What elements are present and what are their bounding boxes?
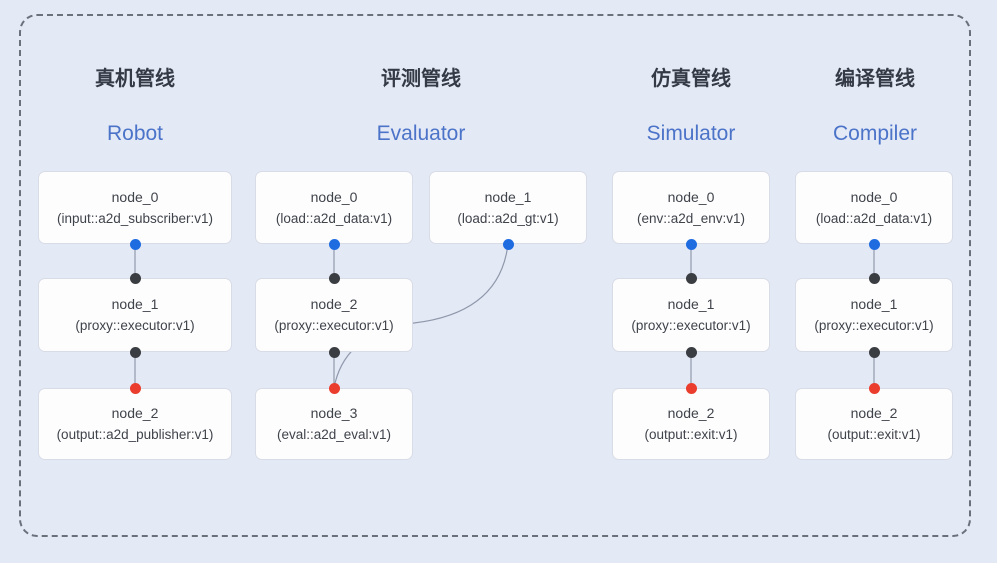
compiler-node-1: node_1 (proxy::executor:v1) [795,278,953,352]
input-port-dot [129,346,141,358]
simulator-node-1: node_1 (proxy::executor:v1) [612,278,770,352]
pipeline-title-en-robot: Robot [106,122,164,145]
output-port-dot [685,238,697,250]
node-detail: (proxy::executor:v1) [274,318,394,333]
node-detail: (proxy::executor:v1) [814,318,934,333]
evaluator-node-1: node_1 (load::a2d_gt:v1) [429,171,587,244]
compiler-node-2: node_2 (output::exit:v1) [795,388,953,460]
node-name: node_0 [310,188,358,205]
node-name: node_0 [111,188,159,205]
node-name: node_3 [310,405,358,421]
final-input-port-dot [129,382,141,394]
input-port-dot [868,272,880,284]
node-name: node_2 [111,405,159,421]
pipeline-title-cn-simulator: 仿真管线 [651,68,731,90]
node-detail: (output::exit:v1) [644,427,738,442]
robot-node-1: node_1 (proxy::executor:v1) [38,278,232,352]
node-name: node_1 [484,188,532,205]
output-port-dot [129,238,141,250]
node-name: node_2 [667,405,715,421]
pipeline-title-en-evaluator: Evaluator [376,122,466,145]
node-detail: (env::a2d_env:v1) [636,210,746,226]
input-port-dot [685,346,697,358]
robot-node-0: node_0 (input::a2d_subscriber:v1) [38,171,232,244]
node-name: node_0 [850,188,898,205]
pipeline-title-en-simulator: Simulator [646,122,736,145]
node-name: node_1 [850,296,898,312]
input-port-dot [129,272,141,284]
final-input-port-dot [328,382,340,394]
node-detail: (proxy::executor:v1) [75,318,195,333]
evaluator-node-2: node_2 (proxy::executor:v1) [255,278,413,352]
pipeline-title-cn-evaluator: 评测管线 [381,68,461,90]
node-name: node_1 [667,296,715,312]
output-port-dot [868,238,880,250]
output-port-dot [502,238,514,250]
compiler-node-0: node_0 (load::a2d_data:v1) [795,171,953,244]
pipeline-title-cn-compiler: 编译管线 [835,68,915,90]
node-detail: (load::a2d_data:v1) [815,210,933,226]
simulator-node-0: node_0 (env::a2d_env:v1) [612,171,770,244]
output-port-dot [328,238,340,250]
evaluator-node-3: node_3 (eval::a2d_eval:v1) [255,388,413,460]
node-detail: (input::a2d_subscriber:v1) [56,210,214,226]
node-detail: (load::a2d_gt:v1) [457,210,559,226]
final-input-port-dot [685,382,697,394]
input-port-dot [685,272,697,284]
input-port-dot [868,346,880,358]
pipeline-title-cn-robot: 真机管线 [95,68,175,90]
input-port-dot [328,272,340,284]
node-name: node_1 [111,296,159,312]
node-detail: (eval::a2d_eval:v1) [276,427,392,442]
node-detail: (proxy::executor:v1) [631,318,751,333]
node-detail: (load::a2d_data:v1) [275,210,393,226]
edge-curve-gt-to-eval [333,243,509,389]
final-input-port-dot [868,382,880,394]
node-name: node_2 [850,405,898,421]
node-name: node_2 [310,296,358,312]
node-detail: (output::exit:v1) [827,427,921,442]
node-detail: (output::a2d_publisher:v1) [56,427,214,442]
evaluator-node-0: node_0 (load::a2d_data:v1) [255,171,413,244]
simulator-node-2: node_2 (output::exit:v1) [612,388,770,460]
input-port-dot [328,346,340,358]
robot-node-2: node_2 (output::a2d_publisher:v1) [38,388,232,460]
pipeline-title-en-compiler: Compiler [832,122,918,145]
dashed-frame [19,14,971,537]
node-name: node_0 [667,188,715,205]
